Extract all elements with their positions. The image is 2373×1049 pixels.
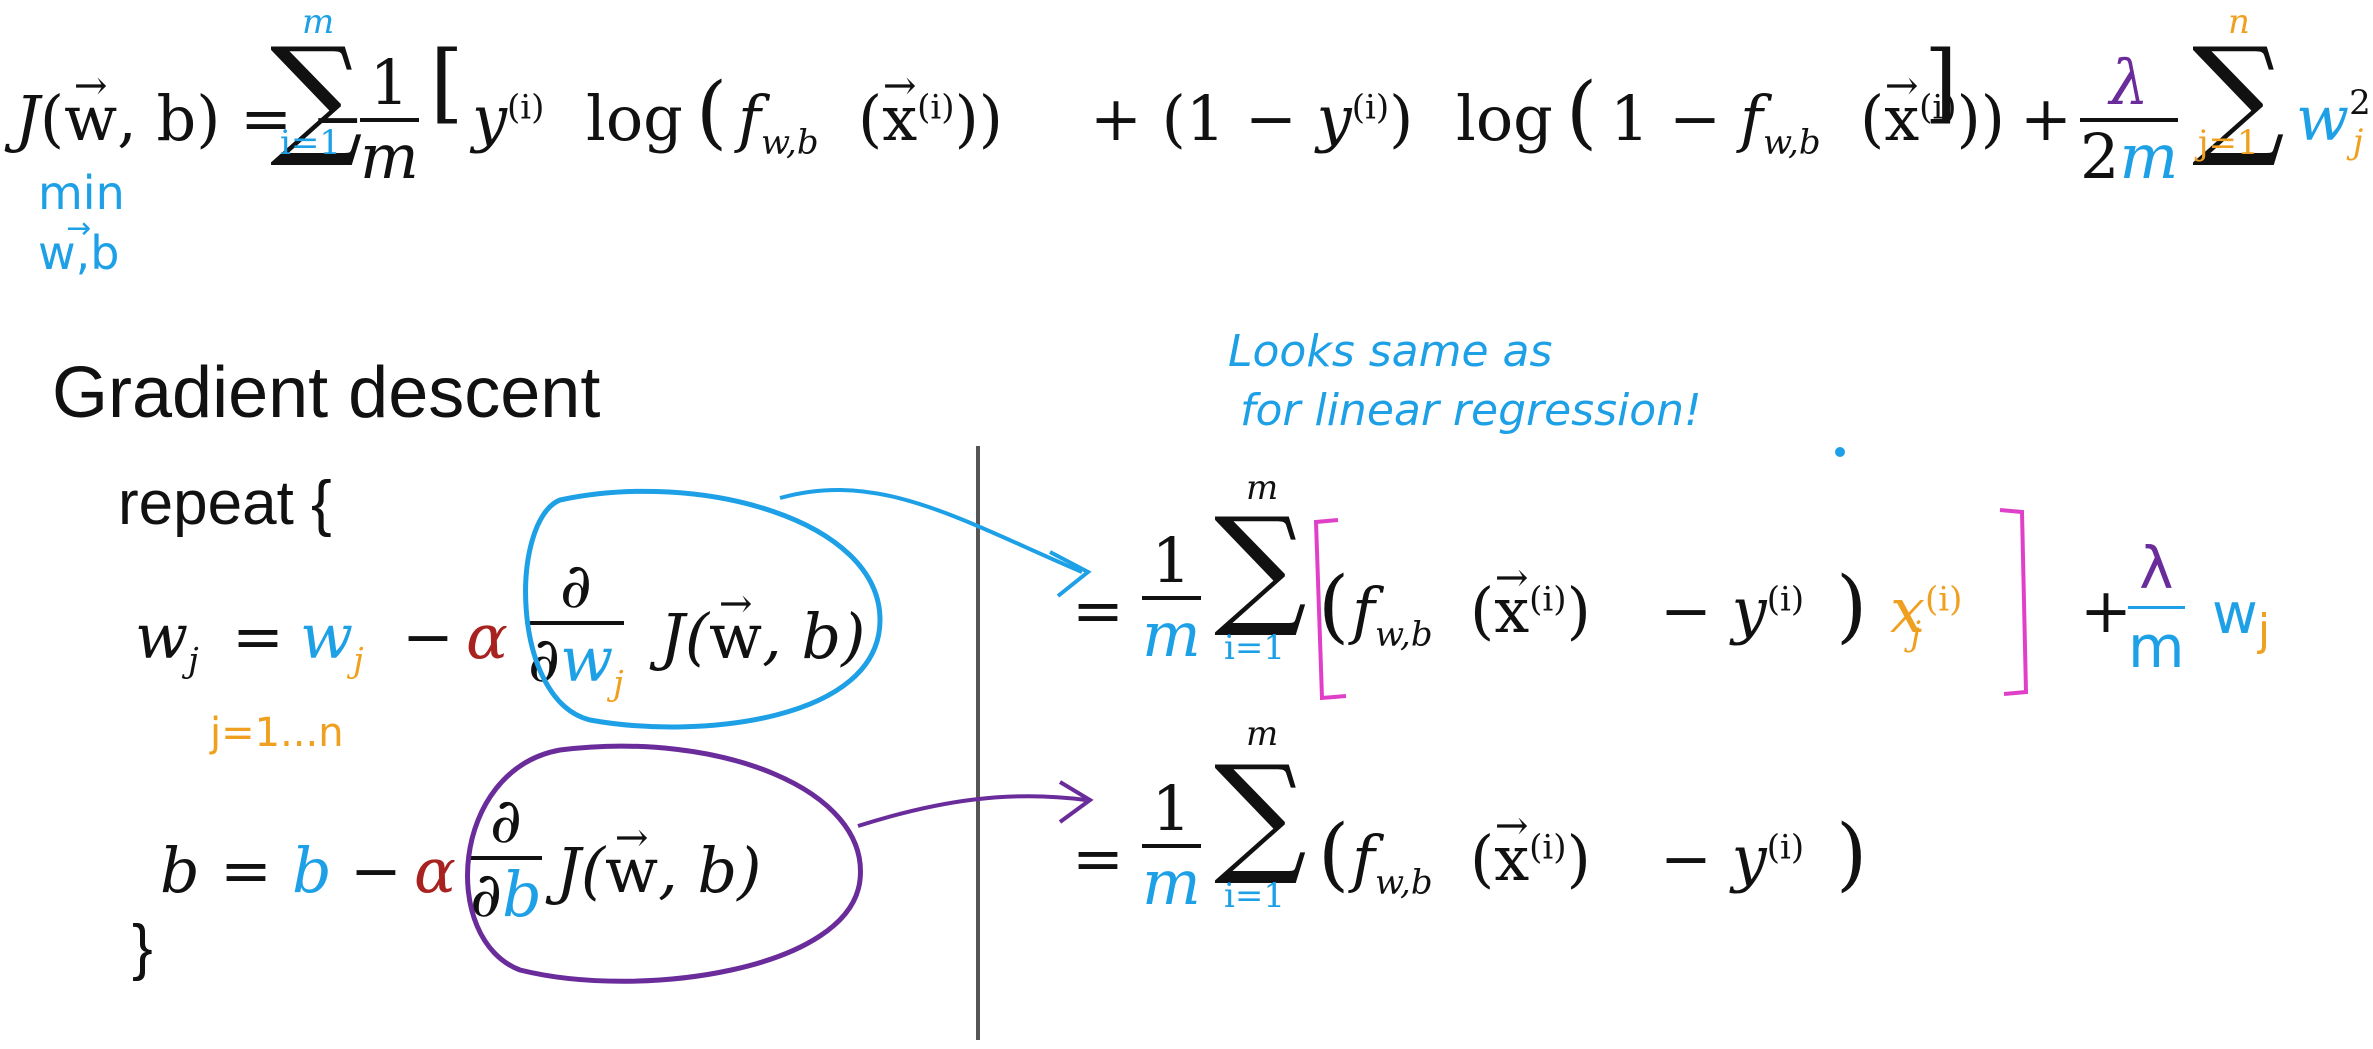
b-grad-minus-y: − y(i) bbox=[1660, 822, 1805, 895]
b-update-b: b bbox=[292, 834, 332, 907]
cost-reg-fraction: λ 2m bbox=[2080, 46, 2179, 193]
cost-f-2: fw,b bbox=[1740, 82, 1821, 163]
w-update-lhs: wj bbox=[135, 600, 199, 681]
handwritten-note: Looks same as for linear regression! bbox=[1228, 326, 1702, 437]
cost-reg-plus: + bbox=[2020, 82, 2072, 155]
purple-arrow bbox=[857, 794, 1087, 828]
w-grad-fraction: 1 m bbox=[1142, 524, 1201, 671]
b-grad-fraction: 1 m bbox=[1142, 772, 1201, 919]
blue-arrowhead bbox=[1049, 550, 1092, 598]
w-partial-derivative: ∂ ∂wj bbox=[528, 549, 624, 704]
cost-f-1: fw,b bbox=[738, 82, 819, 163]
cost-reg-sum-bottom: j=1 bbox=[2198, 123, 2259, 163]
cost-log-2: log bbox=[1456, 82, 1553, 155]
cost-sum-bottom: i=1 bbox=[280, 123, 341, 163]
magenta-right-bracket bbox=[1999, 508, 2029, 696]
j-range-note: j=1...n bbox=[210, 710, 344, 756]
cost-x-1: (x(i))) bbox=[858, 88, 1003, 150]
cost-open-bracket: [ bbox=[430, 33, 464, 133]
cost-term-y: y(i) bbox=[472, 82, 545, 155]
w-update-w: wj bbox=[300, 600, 364, 681]
b-grad-f: fw,b bbox=[1352, 822, 1433, 903]
b-grad-sigma: ∑ bbox=[1214, 737, 1307, 889]
w-grad-f: fw,b bbox=[1352, 574, 1433, 655]
cost-x-2: (x(i))) bbox=[1860, 88, 2005, 150]
repeat-close: } bbox=[132, 913, 153, 982]
cost-one-minus-f: 1 − bbox=[1610, 82, 1722, 155]
w-grad-x: (x(i)) bbox=[1470, 580, 1591, 642]
cost-reg-sum-sigma: ∑ bbox=[2192, 19, 2285, 171]
blue-arrow bbox=[779, 487, 1083, 574]
w-grad-minus-y: − y(i) bbox=[1660, 574, 1805, 647]
repeat-open: repeat { bbox=[118, 469, 332, 538]
cost-reg-w: w2j bbox=[2296, 82, 2371, 163]
gradient-descent-title: Gradient descent bbox=[52, 353, 601, 433]
cost-sum-top: m bbox=[302, 2, 335, 42]
w-grad-xj: x(i)j bbox=[1890, 574, 1963, 655]
w-update-J: J(w, b) bbox=[660, 606, 865, 668]
cost-lhs: J(w, b) = − bbox=[15, 88, 364, 150]
cost-log-1: log bbox=[586, 82, 683, 155]
b-grad-x: (x(i)) bbox=[1470, 828, 1591, 890]
alpha-w: α bbox=[466, 600, 508, 673]
cost-close-bracket: ] bbox=[1924, 33, 1958, 133]
cost-fraction: 1 m bbox=[360, 46, 419, 193]
blue-circle-w-derivative bbox=[523, 488, 883, 730]
purple-arrowhead bbox=[1058, 780, 1094, 824]
w-grad-sigma: ∑ bbox=[1214, 489, 1307, 641]
min-annotation: min w,b bbox=[38, 170, 125, 276]
alpha-b: α bbox=[414, 834, 456, 907]
b-update-J: J(w, b) bbox=[556, 840, 761, 902]
magenta-left-bracket bbox=[1313, 518, 1347, 701]
w-grad-reg-fraction: λ m bbox=[2128, 534, 2185, 681]
purple-circle-b-derivative bbox=[465, 743, 863, 984]
cost-one-minus: + (1 − y(i)) bbox=[1090, 82, 1414, 155]
w-grad-reg-w: wj bbox=[2212, 582, 2271, 657]
cost-sum-sigma: ∑ bbox=[270, 19, 363, 171]
cost-reg-sum-top: n bbox=[2228, 2, 2250, 42]
b-partial-derivative: ∂ ∂b bbox=[470, 784, 542, 931]
